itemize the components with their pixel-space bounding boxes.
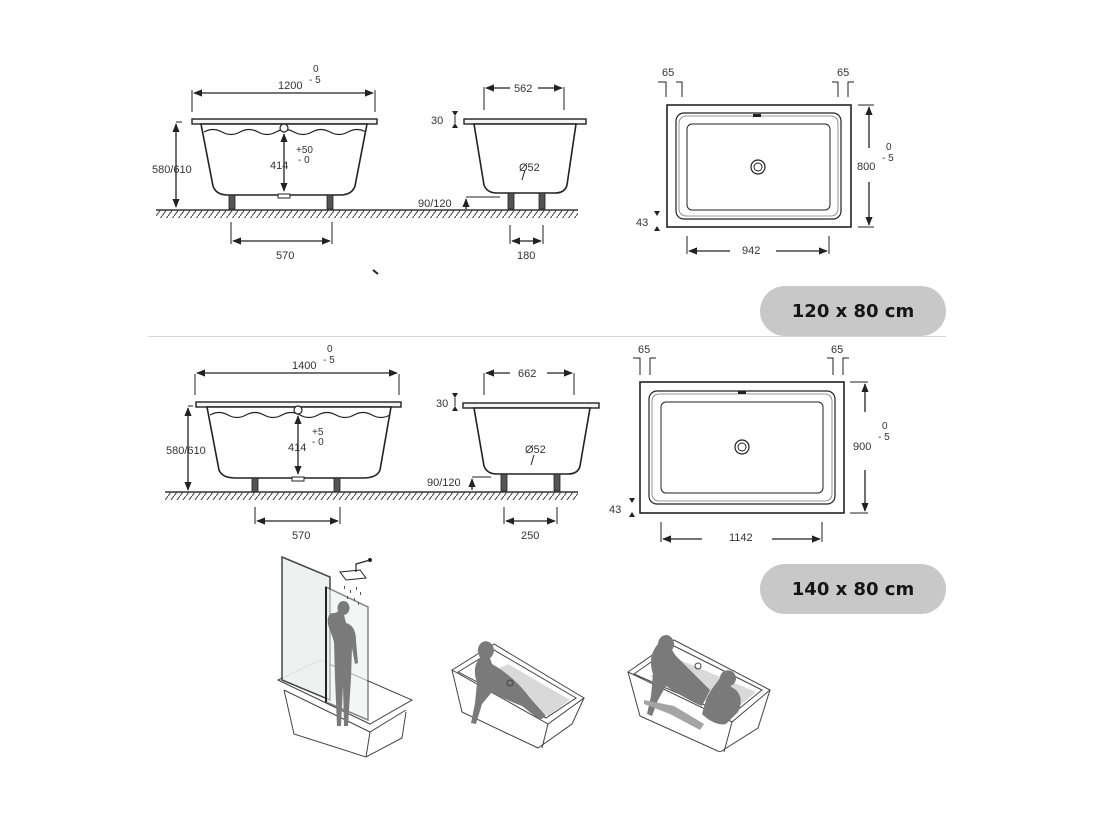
inner-length-label: 1142 <box>729 532 753 544</box>
person-bathing-icon <box>451 641 585 749</box>
two-people-bathing-icon <box>627 635 771 752</box>
leg-spacing-label: 250 <box>521 530 539 542</box>
length-tol-lower: - 5 <box>323 355 335 366</box>
person-showering-icon <box>276 555 414 758</box>
left-margin-label: 65 <box>638 344 650 356</box>
right-margin-label: 65 <box>831 344 843 356</box>
bathtub-two-bathers <box>624 630 774 752</box>
height-label: 580/610 <box>152 164 192 176</box>
size-badge-140x80: 140 x 80 cm <box>760 564 946 614</box>
bottom-margin-label: 43 <box>609 504 621 516</box>
side-view-120: 1200 0 - 5 414 +50 - 0 580/610 570 <box>152 64 410 262</box>
rim-label: 30 <box>431 115 443 127</box>
width-label: 900 <box>853 441 871 453</box>
width-tol-upper: 0 <box>882 421 888 432</box>
length-tol-upper: 0 <box>313 64 319 75</box>
depth-tol-upper: +50 <box>296 145 313 156</box>
top-view-120: 65 65 800 0 - 5 43 942 <box>636 67 894 257</box>
leg-spacing-label: 180 <box>517 250 535 262</box>
size-badge-120x80: 120 x 80 cm <box>760 286 946 336</box>
width-label: 800 <box>857 161 875 173</box>
depth-label: 414 <box>288 442 306 454</box>
length-label: 1200 <box>278 80 302 92</box>
depth-tol-lower: - 0 <box>312 437 324 448</box>
left-margin-label: 65 <box>662 67 674 79</box>
length-label: 1400 <box>292 360 316 372</box>
depth-tol-upper: +5 <box>312 427 324 438</box>
width-tol-lower: - 5 <box>882 153 894 164</box>
leg-spacing-label: 570 <box>276 250 294 262</box>
bottom-margin-label: 43 <box>636 217 648 229</box>
bathtub-with-shower-screen <box>270 552 420 762</box>
foot-height-label: 90/120 <box>418 198 452 210</box>
drain-label: Ø52 <box>525 444 546 456</box>
drain-label: Ø52 <box>519 162 540 174</box>
length-tol-lower: - 5 <box>309 75 321 86</box>
width-tol-lower: - 5 <box>878 432 890 443</box>
length-tol-upper: 0 <box>327 344 333 355</box>
top-view-140: 65 65 900 0 - 5 43 1142 <box>609 344 890 544</box>
section-divider <box>148 336 946 337</box>
foot-height-label: 90/120 <box>427 477 461 489</box>
width-tol-upper: 0 <box>886 142 892 153</box>
side-view-140: 1400 0 - 5 414 +5 - 0 580/610 570 <box>165 344 430 542</box>
end-view-120: 562 30 Ø52 90/120 180 <box>410 83 587 262</box>
inner-length-label: 942 <box>742 245 760 257</box>
bathtub-single-bather <box>448 630 588 750</box>
inner-width-label: 662 <box>518 368 536 380</box>
rim-label: 30 <box>436 398 448 410</box>
height-label: 580/610 <box>166 445 206 457</box>
depth-tol-lower: - 0 <box>298 155 310 166</box>
inner-width-label: 562 <box>514 83 532 95</box>
end-view-140: 662 30 Ø52 90/120 250 <box>427 368 600 542</box>
right-margin-label: 65 <box>837 67 849 79</box>
depth-label: 414 <box>270 160 288 172</box>
leg-spacing-label: 570 <box>292 530 310 542</box>
